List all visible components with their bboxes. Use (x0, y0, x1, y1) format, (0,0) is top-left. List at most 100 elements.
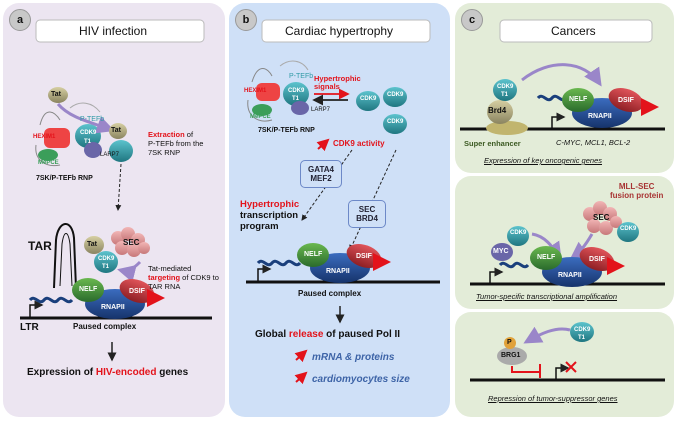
extraction-rest1: of (184, 130, 194, 139)
tar-label: TAR (28, 239, 52, 253)
larp7-label-a: LARP7 (100, 152, 120, 158)
panel-c-mid (455, 176, 674, 309)
nelf-label-c1: NELF (569, 96, 588, 103)
global-pre: Global (255, 329, 289, 340)
extraction-rest3: 7SK RNP (148, 148, 181, 157)
t1-label-a2: T1 (102, 264, 110, 270)
nelf-label-a: NELF (79, 286, 98, 293)
tat-mediated-1: Tat-mediated (148, 264, 192, 273)
global-red: release (288, 329, 324, 340)
nelf-label-b: NELF (304, 251, 323, 258)
mrna-label: mRNA & proteins (312, 352, 395, 363)
p-label: P (507, 339, 512, 346)
rnapii-label-c1: RNAPII (588, 113, 612, 120)
hyper-prog-2: transcription (240, 209, 299, 221)
dsif-label-c1: DSIF (618, 97, 634, 104)
mll-2: fusion protein (610, 191, 664, 201)
tat-mediated-label: Tat-mediated targeting of CDK9 to TAR RN… (148, 264, 219, 291)
brd4-label-c: Brd4 (488, 106, 507, 115)
sec-brd4-box: SEC BRD4 (348, 200, 386, 228)
cdk9-label-c2: CDK9 (510, 230, 527, 236)
mll-1: MLL-SEC (618, 182, 655, 191)
paused-label-b: Paused complex (298, 289, 362, 298)
brg1-label: BRG1 (501, 352, 521, 359)
panel-b-badge: b (235, 9, 257, 31)
panel-b-title: Cardiac hypertrophy (285, 24, 394, 38)
caption-c3: Repression of tumor-suppressor genes (488, 394, 618, 403)
expression-pre: Expression of (27, 367, 96, 378)
cdk9-label-c1: CDK9 (497, 84, 514, 90)
extraction-label: Extraction of P-TEFb from the 7SK RNP (148, 130, 203, 157)
tat-bound-label: Tat (87, 241, 97, 248)
cdk9-free-2: CDK9 (387, 92, 404, 98)
gata4-label: GATA4 (308, 164, 334, 174)
global-post: of paused Pol II (323, 329, 401, 340)
panel-a-title: HIV infection (79, 24, 148, 38)
cdk9-label-c4: CDK9 (574, 327, 591, 333)
mepce-label-b: MePCE (250, 114, 271, 120)
extraction-bold: Extraction (148, 130, 185, 139)
genes-label: C-MYC, MCL1, BCL-2 (556, 138, 631, 147)
signals-1: Hypertrophic (314, 74, 361, 83)
cdk9-free-3: CDK9 (387, 119, 404, 125)
hyper-prog-1: Hypertrophic (240, 199, 300, 210)
dsif-label-a: DSIF (129, 288, 145, 295)
dsif-label-b: DSIF (356, 253, 372, 260)
cdk9-label-b: CDK9 (288, 88, 305, 94)
caption-c1: Expression of key oncogenic genes (484, 156, 602, 165)
t1-label-b: T1 (292, 96, 300, 102)
expression-post: genes (156, 367, 189, 378)
extraction-rest2: P-TEFb from the (148, 139, 204, 148)
tat-mediated-3: TAR RNA (148, 282, 181, 291)
t1-label-c4: T1 (578, 335, 586, 341)
mef2-label: MEF2 (310, 174, 332, 183)
hexim1-label-b: HEXIM1 (244, 88, 267, 94)
global-release-label: Global release of paused Pol II (255, 329, 400, 340)
sec-label-c: SEC (593, 213, 610, 222)
mepce-label-a: MePCE (38, 160, 59, 166)
cdk9-label-c3: CDK9 (620, 226, 637, 232)
sec-label-a: SEC (123, 238, 140, 247)
rnapii-label-a: RNAPII (101, 304, 125, 311)
sec-label-b: SEC (358, 204, 376, 214)
t1-label-a: T1 (84, 139, 92, 145)
paused-label-a: Paused complex (73, 322, 137, 331)
super-enhancer-label: Super enhancer (464, 139, 521, 148)
cdk9-label-a2: CDK9 (98, 256, 115, 262)
gata4-mef2-box: GATA4 MEF2 (300, 160, 342, 188)
t1-label-c1: T1 (501, 92, 509, 98)
brd4-label-b: BRD4 (356, 214, 378, 223)
tat-top-label: Tat (51, 91, 61, 98)
cardio-label: cardiomyocytes size (312, 374, 410, 385)
rnapii-label-c2: RNAPII (558, 272, 582, 279)
panel-b (229, 3, 450, 417)
snrp-label-b: 7SK/P-TEFb RNP (258, 127, 315, 134)
snrp-label-a: 7SK/P-TEFb RNP (36, 175, 93, 182)
expression-red: HIV-encoded (95, 367, 157, 378)
cdk9-label-a: CDK9 (80, 130, 97, 136)
panel-c-title: Cancers (551, 24, 596, 38)
expression-label-a: Expression of HIV-encoded genes (27, 367, 188, 378)
nelf-label-c2: NELF (537, 254, 556, 261)
rnapii-label-b: RNAPII (326, 268, 350, 275)
panel-a-badge: a (9, 9, 31, 31)
cdk9-free-1: CDK9 (360, 96, 377, 102)
hyper-program-label: Hypertrophic transcription program (240, 199, 300, 233)
myc-label: MYC (493, 248, 509, 255)
cdk9-activity-label: CDK9 activity (333, 139, 385, 148)
panel-c-badge: c (461, 9, 483, 31)
tat-free-label: Tat (111, 127, 121, 134)
caption-c2: Tumor-specific transcriptional amplifica… (476, 292, 618, 301)
ptefb-label-b: P-TEFb (289, 73, 314, 80)
tat-mediated-2: of CDK9 to (180, 273, 219, 282)
dsif-label-c2: DSIF (589, 256, 605, 263)
tat-mediated-red: targeting (148, 273, 181, 282)
panel-a (3, 3, 225, 417)
signals-2: signals (314, 82, 340, 92)
hexim1-label-a: HEXIM1 (33, 134, 56, 140)
ptefb-label-a: P-TEFb (80, 116, 105, 123)
hyper-prog-3: program (240, 220, 279, 232)
